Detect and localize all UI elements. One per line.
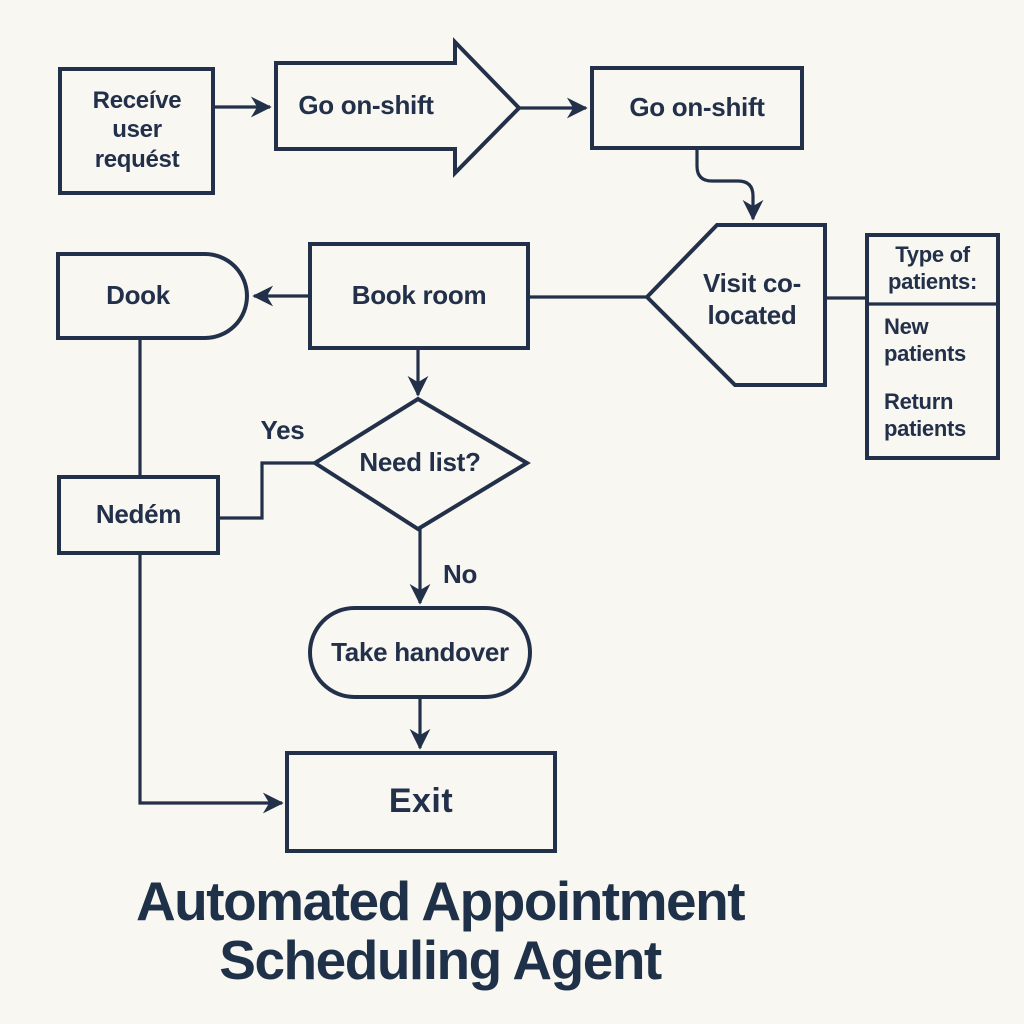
- edge-nedem-to-exit: [138, 554, 284, 814]
- exit-shape: [285, 751, 557, 853]
- book-room-label: Book room: [351, 280, 487, 311]
- patients-item-return: Return patients: [884, 389, 966, 441]
- book-room-shape: [308, 242, 530, 350]
- go-on-shift-block-arrow-shape: [274, 37, 522, 178]
- go-on-shift-box-label: Go on-shift: [629, 92, 765, 123]
- dook-label: Dook: [106, 280, 170, 311]
- exit-label: Exit: [388, 782, 454, 821]
- visit-colocated-label: Visit co-located: [703, 268, 801, 330]
- receive-request-label: Receíve user requést: [92, 87, 182, 173]
- need-list-diamond-shape: [311, 396, 531, 532]
- need-list-label: Need list?: [359, 447, 481, 478]
- edge-label-yes: Yes: [260, 415, 305, 446]
- nedem-shape: [57, 475, 220, 555]
- nedem-label: Nedém: [95, 499, 182, 530]
- patients-table-shape: [865, 233, 1000, 460]
- diagram-title: Automated Appointment Scheduling Agent: [135, 870, 746, 991]
- receive-request-shape: [58, 67, 215, 195]
- go-on-shift-arrow-label: Go on-shift: [298, 90, 434, 121]
- dook-shape: [56, 252, 249, 340]
- edge-needlist-yes-to-nedem: [219, 461, 314, 520]
- patients-title-label: Type of patients:: [888, 242, 977, 294]
- visit-colocated-pentagon-shape: [644, 223, 827, 387]
- edge-goshiftbox-to-visit: [695, 148, 764, 221]
- edge-label-no: No: [442, 559, 478, 590]
- take-handover-stadium-shape: [308, 606, 532, 699]
- patients-item-new: New patients: [884, 314, 966, 366]
- take-handover-label: Take handover: [331, 636, 509, 667]
